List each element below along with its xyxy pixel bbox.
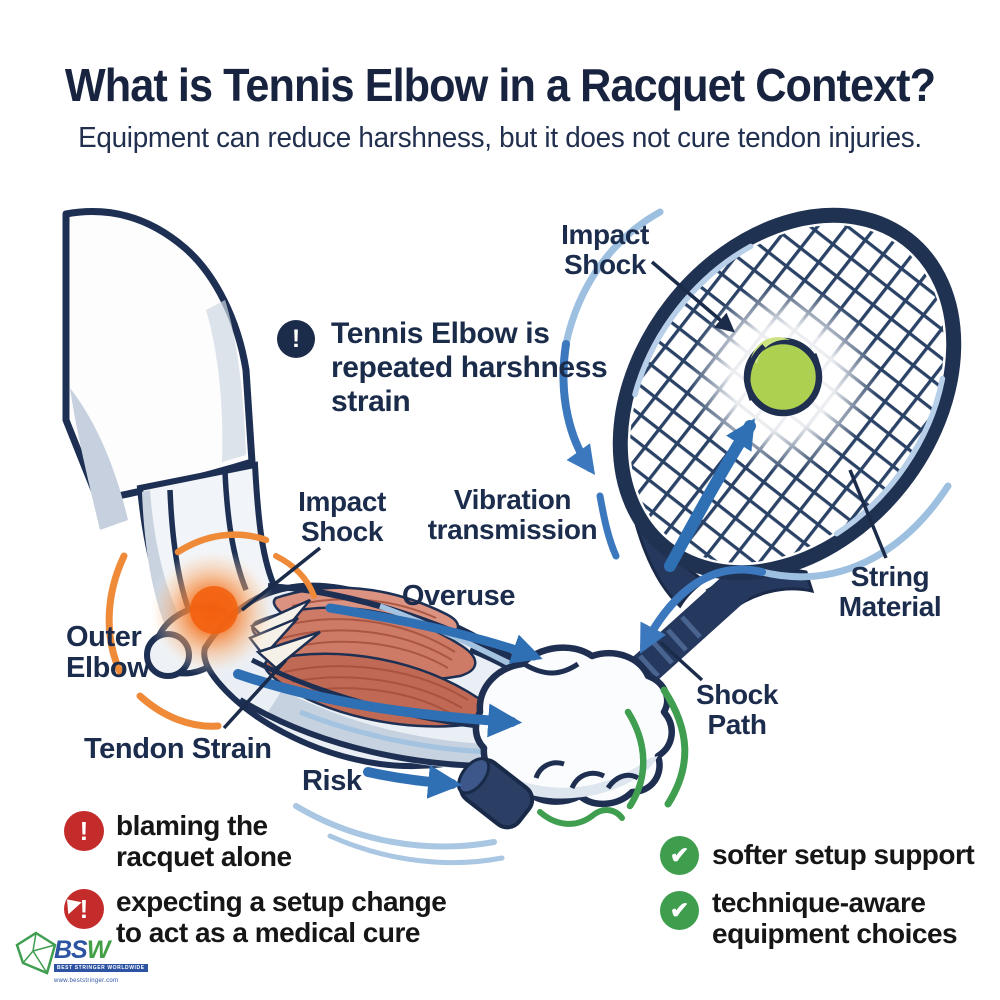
- warning-item: expecting a setup change to act as a med…: [116, 886, 447, 949]
- warning-line: racquet alone: [116, 841, 292, 873]
- logo-url: www.beststringer.com: [54, 978, 119, 984]
- label-risk: Risk: [302, 765, 362, 797]
- label-line: Material: [838, 591, 942, 623]
- label-impact-shock-mid: Impact Shock: [262, 486, 422, 548]
- positive-line: technique-aware: [712, 887, 926, 918]
- label-line: Impact: [298, 486, 386, 517]
- positive-item: technique-aware equipment choices: [712, 887, 958, 950]
- note-tennis-elbow: Tennis Elbow is repeated harshness strai…: [331, 317, 608, 419]
- logo-w: W: [86, 936, 111, 964]
- exclamation-glyph: !: [79, 815, 89, 846]
- warning-line: blaming the: [116, 810, 268, 841]
- positive-line: softer setup support: [712, 839, 975, 870]
- impact-flow-arrow: [664, 418, 756, 572]
- label-line: Shock: [300, 516, 384, 548]
- page-title: What is Tennis Elbow in a Racquet Contex…: [64, 59, 936, 111]
- check-circle-icon: ✔: [660, 891, 699, 930]
- logo-wordmark: BSW: [54, 938, 148, 963]
- hand: [472, 644, 675, 807]
- label-line: Shock: [563, 249, 647, 281]
- note-line: strain: [331, 384, 411, 418]
- elbow-pain-glow: [148, 548, 276, 676]
- label-string-material: String Material: [820, 561, 960, 623]
- logo-bs: BS: [54, 936, 88, 964]
- racquet-frame: [612, 207, 962, 581]
- positive-item: softer setup support: [712, 839, 975, 870]
- warning-line: expecting a setup change: [116, 886, 447, 917]
- label-line: Shock: [695, 679, 779, 710]
- label-overuse: Overuse: [396, 580, 521, 612]
- check-glyph: ✔: [669, 842, 690, 868]
- warning-line: to act as a medical cure: [116, 917, 420, 949]
- label-line: transmission: [427, 514, 598, 546]
- exclamation-glyph: !: [79, 893, 89, 924]
- bsw-logo: BSW BEST STRINGER WORLDWIDE www.beststri…: [14, 930, 148, 984]
- shattered-diamond-icon: [15, 931, 57, 975]
- label-shock-path: Shock Path: [672, 679, 802, 741]
- tennis-ball: [743, 337, 823, 417]
- risk-arrow: [363, 764, 463, 799]
- elbow-pain-arcs: [105, 531, 317, 730]
- label-line: Vibration: [453, 484, 572, 515]
- label-line: String: [850, 561, 930, 592]
- check-circle-icon: ✔: [660, 836, 699, 875]
- label-vibration-transmission: Vibration transmission: [420, 484, 605, 546]
- forearm-flow-arrow-1: [325, 603, 543, 664]
- page-subtitle: Equipment can reduce harshness, but it d…: [78, 122, 922, 154]
- vibration-arcs: [537, 686, 689, 827]
- label-line: Risk: [302, 765, 362, 797]
- label-line: Overuse: [401, 580, 516, 612]
- label-outer-elbow: Outer Elbow: [66, 621, 150, 685]
- forearm-flow-arrow-2: [233, 669, 523, 738]
- exclamation-circle-icon: !: [64, 811, 104, 851]
- check-glyph: ✔: [669, 897, 690, 923]
- label-line: Elbow: [66, 652, 150, 685]
- frame-flow-arrow: [562, 208, 664, 348]
- pointer-lines: [222, 260, 888, 730]
- logo-tagline: BEST STRINGER WORLDWIDE: [54, 964, 148, 972]
- exclamation-burst-icon: !: [64, 889, 104, 929]
- note-line: Tennis Elbow is: [331, 317, 550, 350]
- label-tendon-strain: Tendon Strain: [84, 733, 272, 765]
- label-line: Outer: [66, 621, 142, 653]
- label-line: Tendon Strain: [84, 733, 272, 765]
- exclamation-glyph: !: [291, 324, 301, 353]
- flow-arrows: [233, 208, 952, 866]
- exclamation-circle-icon: !: [277, 320, 315, 358]
- label-impact-shock-top: Impact Shock: [520, 219, 690, 281]
- warning-item: blaming the racquet alone: [116, 810, 292, 873]
- label-line: Impact: [561, 219, 649, 250]
- impact-shock-pointer-arrow: [650, 260, 735, 333]
- note-line: repeated harshness: [331, 350, 608, 384]
- positive-line: equipment choices: [712, 918, 958, 950]
- racquet-butt-cap: [457, 757, 535, 830]
- shock-path-arrow: [758, 482, 952, 581]
- label-line: Path: [707, 709, 767, 741]
